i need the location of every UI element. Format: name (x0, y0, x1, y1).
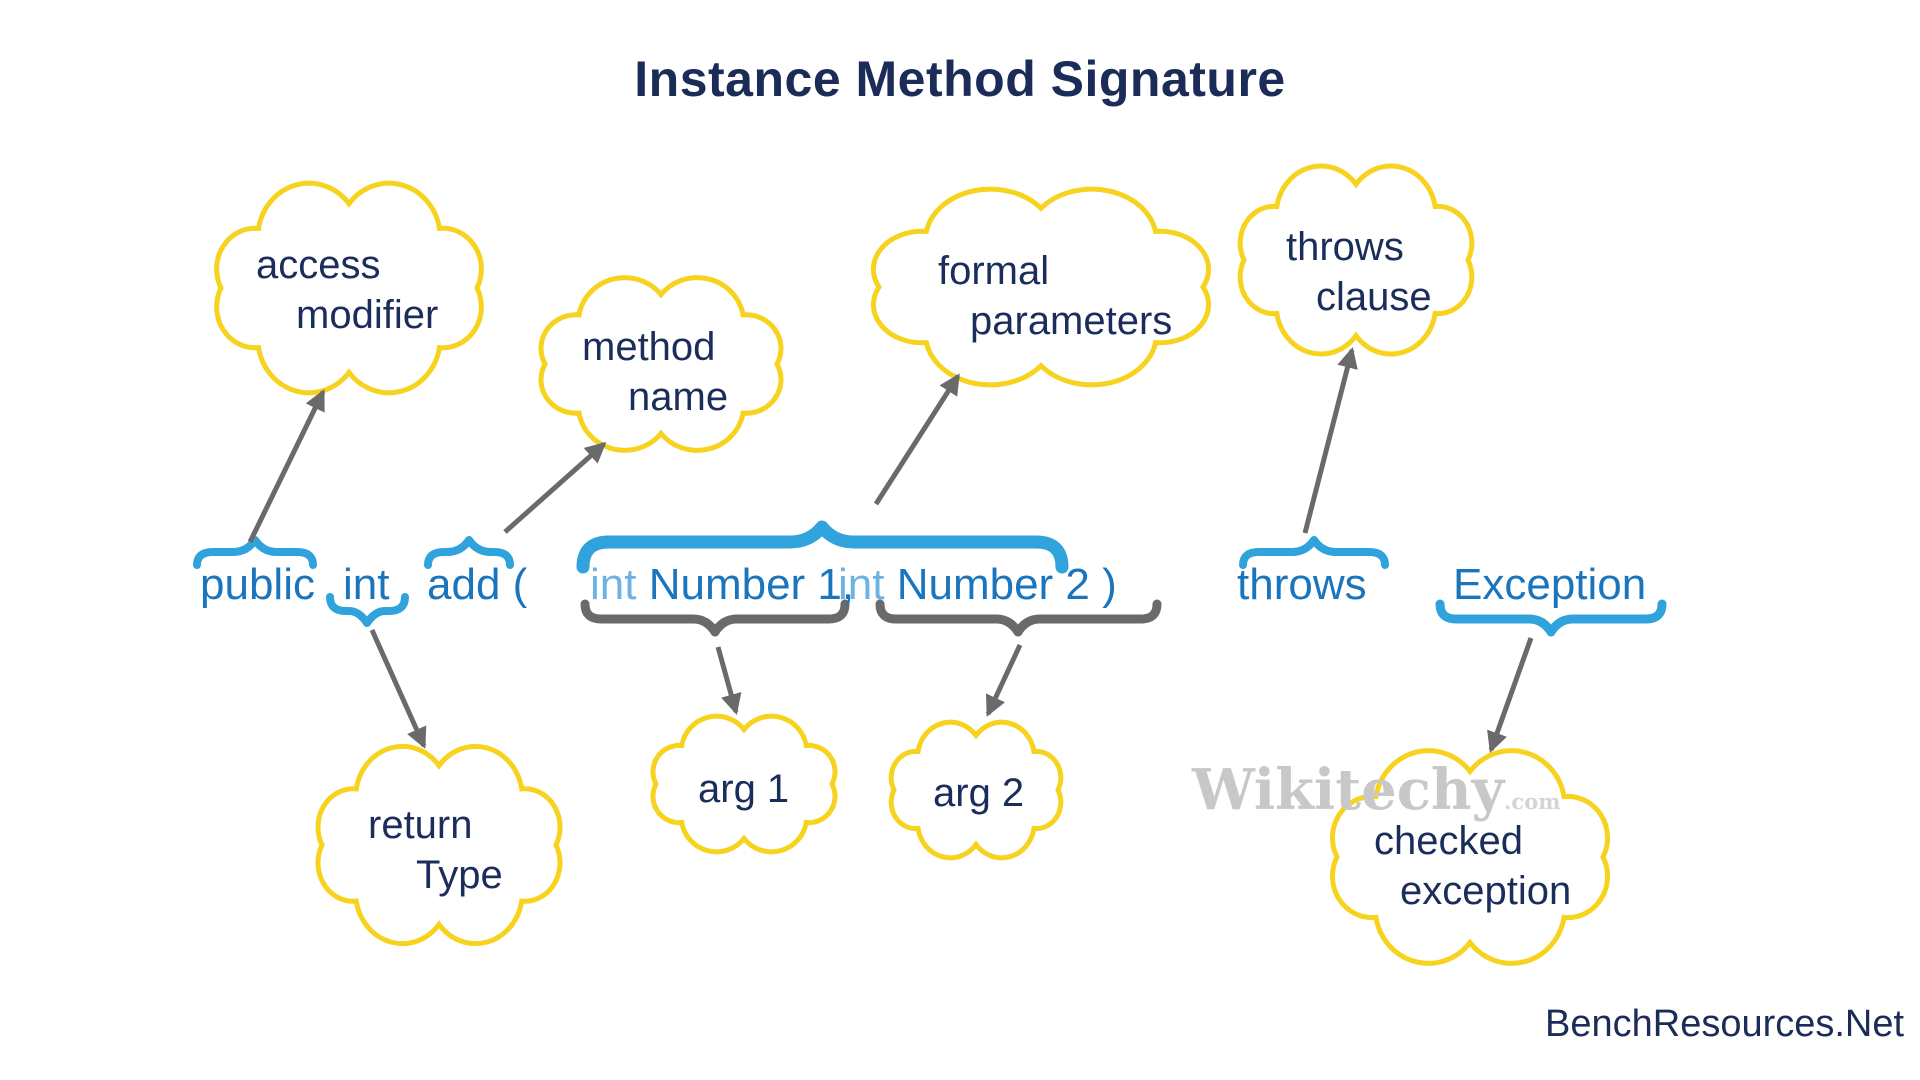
param2-underbrace (875, 599, 1162, 637)
credit-text: BenchResources.Net (1545, 1003, 1905, 1045)
arrow-params-to-formal-parameters (873, 373, 961, 506)
code-param2-type: int (838, 560, 885, 609)
arrow-param1-to-arg1 (715, 646, 742, 716)
method-name-line1: method (582, 325, 716, 369)
throws-overbrace (1239, 536, 1389, 569)
code-return-type: int (343, 560, 390, 609)
parameters-overbrace (576, 520, 1069, 574)
code-exception-type: Exception (1453, 560, 1647, 609)
watermark-name: Wikitechy (1192, 757, 1505, 823)
code-throws-keyword: throws (1237, 560, 1367, 609)
arrow-int-to-return-type (369, 628, 427, 749)
method-name-line2: name (628, 375, 729, 419)
code-method-name: add ( (427, 560, 528, 609)
arg2-label: arg 2 (933, 771, 1025, 815)
arrow-add-to-method-name (503, 441, 607, 534)
return-type-underbrace (326, 593, 409, 627)
code-param1-name: Number 1, (648, 560, 855, 609)
access-modifier-line1: access (256, 243, 381, 287)
checked-exception-label: checked exception (1374, 816, 1571, 916)
checked-exception-line1: checked (1374, 819, 1523, 863)
checked-exception-line2: exception (1400, 869, 1572, 913)
page-title: Instance Method Signature (634, 51, 1286, 107)
param1-underbrace (580, 599, 850, 637)
arrow-group (247, 346, 1534, 753)
formal-parameters-line2: parameters (970, 299, 1173, 343)
arrow-exception-to-checked-exception (1487, 637, 1534, 753)
code-access-modifier: public (200, 560, 315, 609)
return-type-line2: Type (416, 853, 503, 897)
blue-brace-group (193, 520, 1667, 637)
method-name-overbrace (424, 536, 514, 569)
throws-clause-label: throws clause (1286, 222, 1432, 322)
method-name-label: method name (582, 322, 728, 422)
code-param2: int Number 2 ) (838, 562, 1117, 608)
formal-parameters-line1: formal (938, 249, 1050, 293)
code-param1: int Number 1, (590, 562, 854, 608)
throws-clause-line1: throws (1286, 225, 1404, 269)
access-modifier-line2: modifier (296, 293, 439, 337)
formal-parameters-label: formal parameters (938, 246, 1172, 346)
return-type-line1: return (368, 803, 473, 847)
arrow-param2-to-arg2 (985, 643, 1023, 717)
arg1-label: arg 1 (698, 767, 790, 811)
watermark-suffix: .com (1504, 789, 1561, 814)
access-modifier-label: access modifier (256, 240, 438, 340)
exception-underbrace (1435, 599, 1667, 637)
code-param1-type: int (590, 560, 637, 609)
arrow-public-to-access-modifier (247, 389, 326, 544)
gray-brace-group (580, 599, 1162, 637)
code-param2-name: Number 2 ) (896, 560, 1117, 609)
watermark: Wikitechy.com (1192, 760, 1560, 832)
return-type-label: return Type (368, 800, 503, 900)
public-overbrace (193, 536, 317, 569)
throws-clause-line2: clause (1316, 275, 1432, 319)
arrow-throws-to-throws-clause (1302, 346, 1358, 534)
